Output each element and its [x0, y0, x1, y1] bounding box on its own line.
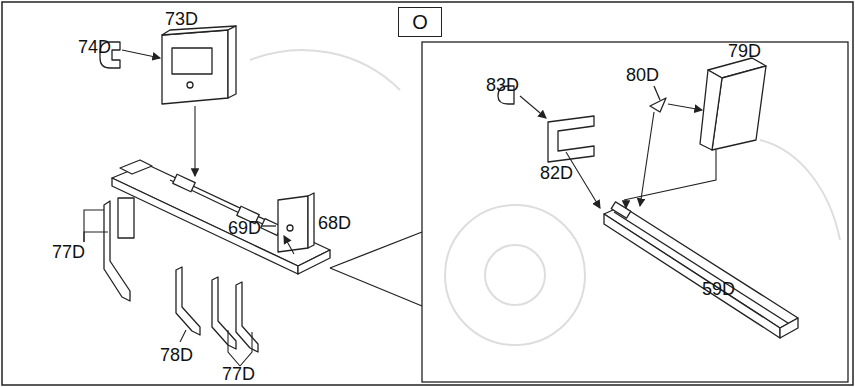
part-number: 77D — [222, 365, 255, 383]
part-number: 73D — [165, 10, 198, 28]
part-number: 83D — [486, 76, 519, 94]
step-box: O — [398, 7, 442, 37]
part-number: 77D — [52, 243, 85, 261]
part-number: 80D — [626, 66, 659, 84]
part-number: 78D — [160, 346, 193, 364]
part-number: 79D — [728, 42, 761, 60]
part-number: 69D — [228, 219, 261, 237]
part-number: 82D — [540, 164, 573, 182]
part-number: 74D — [78, 38, 111, 56]
part-number: 68D — [318, 214, 351, 232]
part-number: 59D — [702, 280, 735, 298]
step-letter: O — [412, 12, 428, 32]
